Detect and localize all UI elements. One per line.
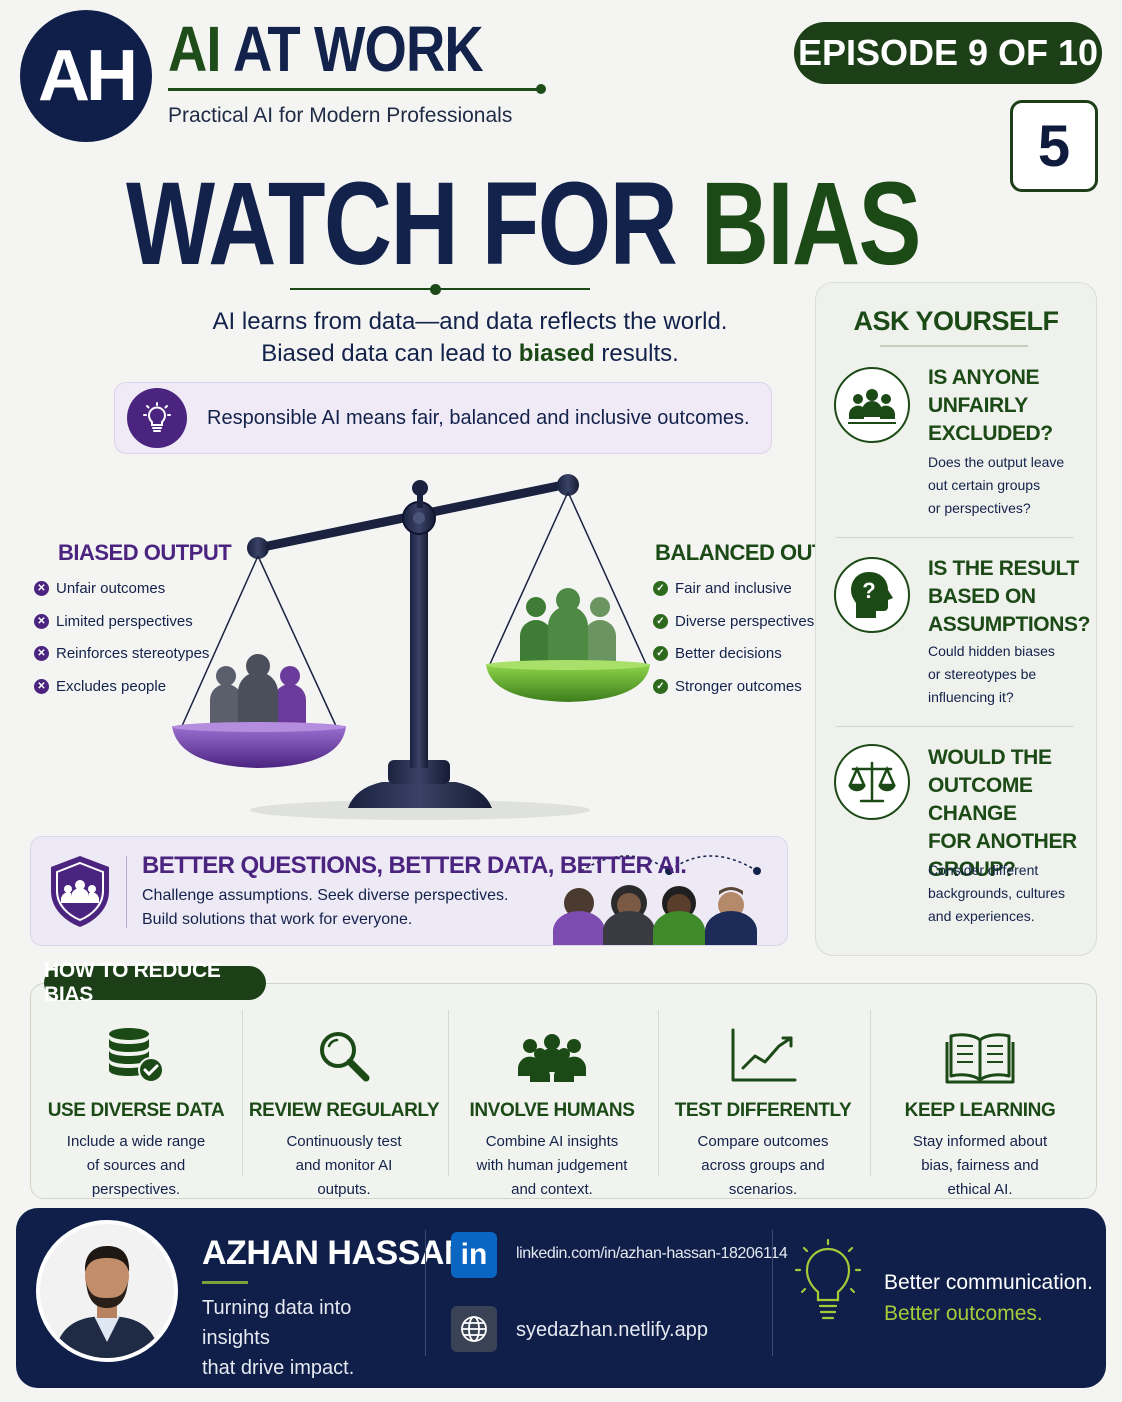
tip-test-differently: TEST DIFFERENTLY Compare outcomes across… (659, 1012, 867, 1202)
principle-callout: Responsible AI means fair, balanced and … (114, 382, 772, 454)
biased-group-people (210, 654, 306, 728)
people-icon (448, 1012, 656, 1084)
footer-tagline-1: Better communication. (884, 1271, 1093, 1294)
magnifier-icon (240, 1012, 448, 1084)
intro-text: AI learns from data—and data reflects th… (120, 306, 820, 370)
x-circle-icon: ✕ (34, 613, 49, 629)
author-divider (202, 1281, 248, 1284)
shield-team-icon (51, 856, 109, 927)
brand-subtitle: Practical AI for Modern Professionals (168, 104, 513, 127)
author-name: AZHAN HASSAN (202, 1234, 469, 1272)
website-link[interactable]: syedazhan.netlify.app (516, 1319, 708, 1341)
better-ai-line-2: Build solutions that work for everyone. (142, 911, 413, 928)
principle-text: Responsible AI means fair, balanced and … (207, 406, 750, 429)
check-circle-icon: ✓ (653, 613, 668, 629)
tip-review-regularly: REVIEW REGULARLY Continuously test and m… (240, 1012, 448, 1202)
x-circle-icon: ✕ (34, 580, 49, 596)
check-circle-icon: ✓ (653, 580, 668, 596)
intro-line-1: AI learns from data—and data reflects th… (212, 308, 728, 335)
question-3-description: Consider different backgrounds, cultures… (928, 862, 1065, 924)
lightbulb-icon (127, 388, 187, 448)
question-2-title: IS THE RESULT BASED ON ASSUMPTIONS? (928, 557, 1091, 636)
list-item: ✓Stronger outcomes (653, 670, 814, 703)
balanced-scale-pan (486, 664, 650, 702)
list-item: ✓Fair and inclusive (653, 572, 814, 605)
check-circle-icon: ✓ (653, 678, 668, 694)
scale-base (348, 782, 492, 808)
episode-badge: EPISODE 9 OF 10 (794, 22, 1102, 84)
tip-divider (242, 1010, 243, 1176)
brand-underline (168, 88, 540, 91)
linkedin-link[interactable]: linkedin.com/in/azhan-hassan-18206114 (516, 1245, 788, 1262)
balanced-output-list: ✓Fair and inclusive ✓Diverse perspective… (653, 572, 814, 703)
check-circle-icon: ✓ (653, 646, 668, 662)
question-1-description: Does the output leave out certain groups… (928, 454, 1065, 516)
question-divider (836, 726, 1074, 727)
episode-number: 5 (1010, 100, 1098, 192)
lightbulb-icon (794, 1238, 862, 1335)
reduce-bias-panel (30, 983, 1097, 1199)
author-tagline: Turning data into insights that drive im… (202, 1297, 355, 1379)
line-chart-icon (659, 1012, 867, 1084)
open-book-icon (876, 1012, 1084, 1084)
better-ai-callout (30, 836, 788, 946)
tip-divider (448, 1010, 449, 1176)
tip-divider (870, 1010, 871, 1176)
headline-divider-dot (430, 284, 441, 295)
globe-icon[interactable] (451, 1306, 497, 1352)
list-item: ✕Unfair outcomes (34, 572, 209, 605)
reduce-bias-title: HOW TO REDUCE BIAS (44, 959, 266, 1006)
x-circle-icon: ✕ (34, 678, 49, 694)
list-item: ✕Excludes people (34, 670, 209, 703)
better-ai-line-1: Challenge assumptions. Seek diverse pers… (142, 887, 509, 904)
question-2-description: Could hidden biases or stereotypes be in… (928, 643, 1055, 705)
footer-divider (772, 1230, 773, 1356)
intro-line-2: Biased data can lead to biased results. (261, 340, 679, 367)
ask-yourself-title: ASK YOURSELF (853, 306, 1059, 336)
list-item: ✓Diverse perspectives (653, 605, 814, 638)
question-1-title: IS ANYONE UNFAIRLY EXCLUDED? (928, 366, 1053, 445)
tip-use-diverse-data: USE DIVERSE DATA Include a wide range of… (32, 1012, 240, 1202)
better-divider (126, 856, 127, 928)
list-item: ✕Reinforces stereotypes (34, 637, 209, 670)
list-item: ✓Better decisions (653, 637, 814, 670)
tip-involve-humans: INVOLVE HUMANS Combine AI insights with … (448, 1012, 656, 1202)
better-ai-title: BETTER QUESTIONS, BETTER DATA, BETTER AI… (142, 852, 687, 879)
x-circle-icon: ✕ (34, 646, 49, 662)
footer-divider (425, 1230, 426, 1356)
logo: AH (20, 10, 152, 142)
list-item: ✕Limited perspectives (34, 605, 209, 638)
page-title: WATCH FOR BIAS (126, 158, 922, 290)
tip-divider (658, 1010, 659, 1176)
question-divider (836, 537, 1074, 538)
question-head-icon: ? (834, 557, 910, 633)
database-check-icon (32, 1012, 240, 1084)
ask-yourself-divider (880, 345, 1028, 347)
group-icon (834, 367, 910, 443)
scales-icon (834, 744, 910, 820)
biased-output-title: BIASED OUTPUT (58, 540, 232, 565)
avatar (36, 1220, 178, 1362)
question-3-title: WOULD THE OUTCOME CHANGE FOR ANOTHER GRO… (928, 746, 1077, 881)
brand-title: AI AT WORK (168, 13, 484, 85)
svg-text:?: ? (862, 578, 875, 603)
author-footer (16, 1208, 1106, 1388)
biased-scale-pan (172, 726, 346, 768)
brand-underline-dot (536, 84, 546, 94)
balance-scale-illustration (172, 474, 650, 820)
diverse-people-illustration (553, 855, 761, 945)
scale-pillar (410, 510, 428, 768)
balanced-group-people (520, 588, 616, 664)
footer-tagline-2: Better outcomes. (884, 1302, 1043, 1325)
tip-keep-learning: KEEP LEARNING Stay informed about bias, … (876, 1012, 1084, 1202)
biased-output-list: ✕Unfair outcomes ✕Limited perspectives ✕… (34, 572, 209, 703)
linkedin-icon[interactable]: in (451, 1232, 497, 1278)
